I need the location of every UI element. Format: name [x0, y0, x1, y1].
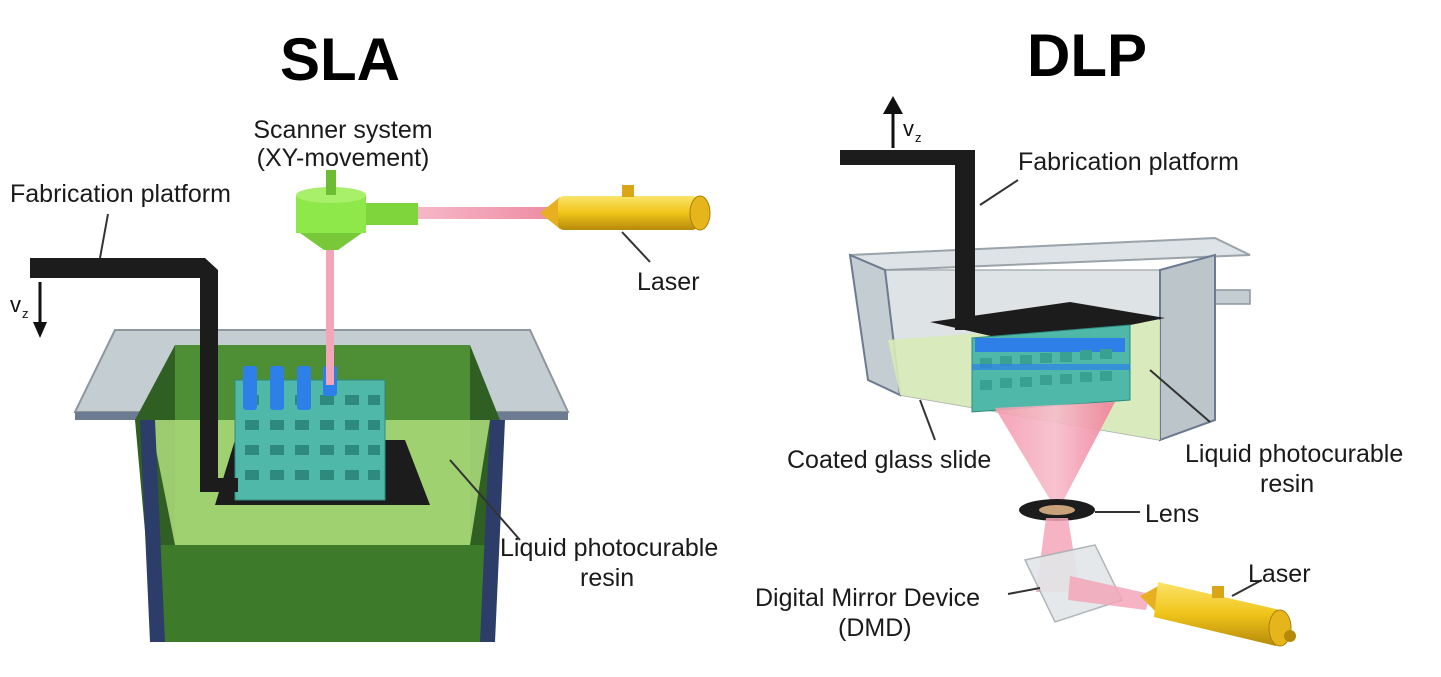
sla-resin-body	[155, 545, 490, 642]
dlp-laser-device	[1140, 582, 1296, 647]
sla-scanner-label-1: Scanner system	[253, 116, 432, 144]
sla-tank-right-edge	[480, 420, 505, 642]
sla-title: SLA	[280, 26, 400, 93]
dlp-platform-arm	[840, 150, 975, 330]
dlp-lens-label: Lens	[1145, 500, 1199, 528]
sla-resin-leader	[449, 459, 521, 541]
dlp-platform-plate	[930, 302, 1165, 345]
dlp-glass-leader	[919, 399, 936, 441]
sla-laser-leader	[621, 231, 651, 263]
dlp-light-cone	[995, 402, 1115, 503]
sla-platform-label: Fabrication platform	[10, 180, 231, 208]
dlp-title: DLP	[1027, 22, 1147, 89]
dlp-dmd-label-2: (DMD)	[838, 614, 912, 642]
dlp-dmd-leader	[1007, 587, 1041, 595]
dlp-laser-label: Laser	[1248, 560, 1311, 588]
sla-panel: SLA	[10, 26, 718, 642]
sla-resin-label-1: Liquid photocurable	[500, 534, 718, 562]
sla-resin-label-2: resin	[580, 564, 634, 592]
sla-vz-arrowhead	[33, 322, 47, 338]
sla-laser-beam-vertical	[326, 250, 334, 385]
dlp-beam-laser-dmd	[1068, 576, 1150, 610]
sla-platform-leader	[99, 213, 109, 259]
sla-velocity-label: v	[10, 292, 21, 317]
dlp-panel: DLP Fabrication platform v z	[755, 22, 1403, 647]
dlp-dmd-label-1: Digital Mirror Device	[755, 584, 980, 612]
sla-laser-label: Laser	[637, 268, 700, 296]
dlp-velocity-subscript: z	[915, 130, 922, 145]
sla-scanner	[296, 170, 418, 250]
dlp-platform-leader	[979, 179, 1019, 206]
dlp-lens-inner	[1039, 505, 1075, 515]
sla-velocity-subscript: z	[22, 306, 29, 321]
dlp-velocity-label: v	[903, 116, 914, 141]
dlp-vz-arrowhead	[883, 96, 903, 114]
dlp-glass-label: Coated glass slide	[787, 446, 991, 474]
dlp-resin-label-2: resin	[1260, 470, 1314, 498]
sla-laser-beam-horizontal	[418, 207, 548, 219]
dlp-resin-leader	[1149, 369, 1211, 423]
dlp-printed-part	[971, 324, 1131, 413]
dlp-resin-label-1: Liquid photocurable	[1185, 440, 1403, 468]
sla-printed-part	[234, 366, 386, 501]
sla-platform-arm	[30, 258, 238, 492]
sla-laser-device	[540, 185, 711, 231]
sla-tank-left-edge	[140, 420, 165, 642]
sla-scanner-label-2: (XY-movement)	[257, 144, 430, 172]
dlp-tray-right-wall	[1159, 253, 1216, 442]
dlp-laser-leader	[1231, 579, 1263, 597]
dlp-platform-label: Fabrication platform	[1018, 148, 1239, 176]
